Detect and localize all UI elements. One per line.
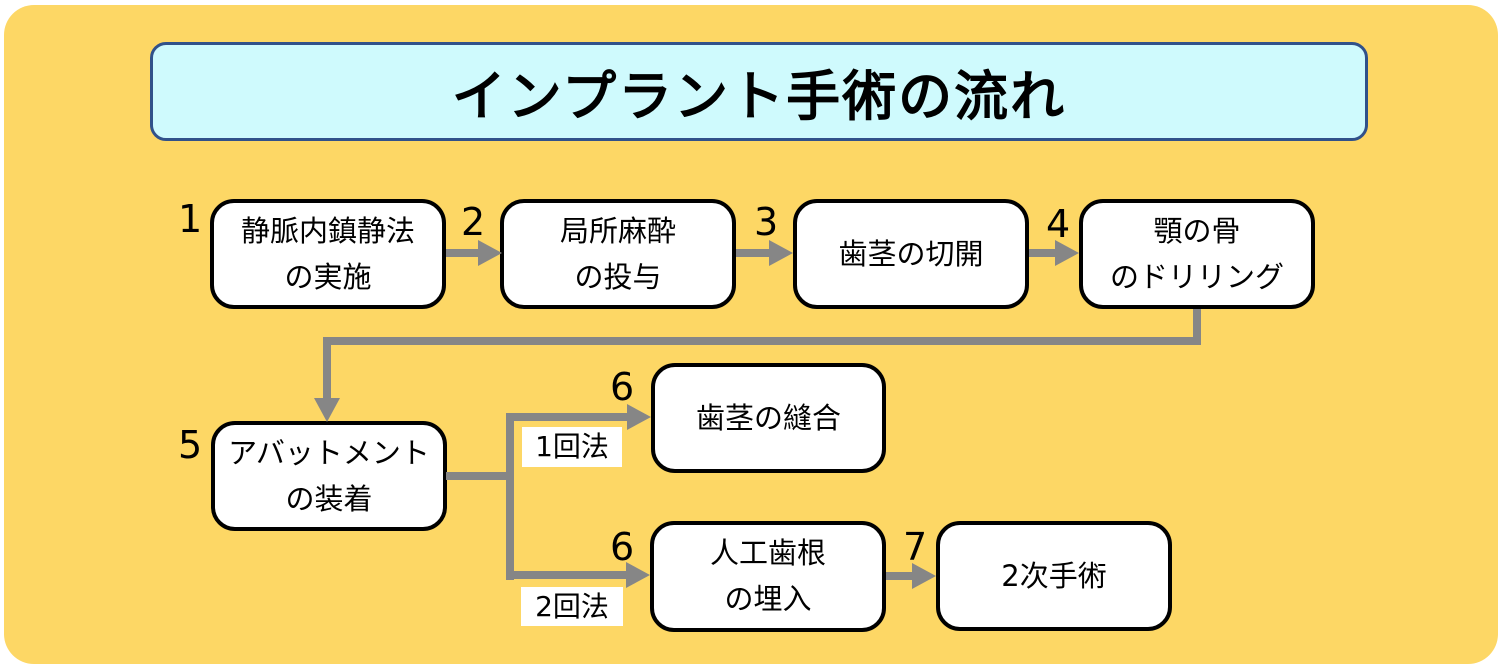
step-text-line: の装着 [285,481,373,516]
step-box-gum-incision: 歯茎の切開 [793,199,1029,309]
step-text-line: アバットメント [228,435,430,470]
connector-4-to-5-down-segment [1193,309,1201,345]
step-number-6-one-stage: 6 [610,365,635,409]
connector-1-to-2 [446,249,480,257]
step-text-line: 2次手術 [1001,558,1107,593]
step-number-7: 7 [903,525,928,569]
step-text-line: のドリリング [1109,259,1284,294]
step-box-abutment-attachment: アバットメント の装着 [211,421,447,531]
connector-6-to-7 [886,572,913,580]
connector-branch-vertical-segment [506,413,514,580]
step-number-4: 4 [1046,202,1071,246]
step-box-implant-placement: 人工歯根 の埋入 [650,521,886,632]
step-text-line: の実施 [284,259,372,294]
step-text-line: 顎の骨 [1153,213,1241,248]
arrowhead-right-icon [769,240,793,266]
step-text-line: 局所麻酔 [559,213,676,248]
connector-branch-to-placement [506,571,627,579]
step-number-6-two-stage: 6 [610,525,635,569]
connector-branch-to-suturing [506,413,628,421]
connector-5-out-segment [446,472,510,480]
arrowhead-right-icon [626,562,650,588]
step-text-line: の投与 [574,259,662,294]
arrowhead-down-icon [314,398,340,422]
step-box-iv-sedation: 静脈内鎮静法 の実施 [210,199,446,309]
step-box-gum-suturing: 歯茎の縫合 [651,363,886,473]
page-title: インプラント手術の流れ [451,65,1067,128]
arrowhead-right-icon [1055,240,1079,266]
arrowhead-right-icon [478,240,502,266]
step-box-jawbone-drilling: 顎の骨 のドリリング [1079,199,1315,309]
connector-4-to-5-drop-segment [323,337,331,399]
branch-label-one-stage: 1回法 [522,427,622,467]
step-number-1: 1 [178,197,203,241]
step-box-second-surgery: 2次手術 [936,521,1172,631]
branch-label-two-stage: 2回法 [521,587,623,626]
step-text-line: 静脈内鎮静法 [240,213,415,248]
step-number-3: 3 [754,200,779,244]
connector-2-to-3 [736,249,770,257]
step-text-line: 歯茎の縫合 [695,400,841,435]
connector-4-to-5-horizontal-segment [323,337,1201,345]
arrowhead-right-icon [627,404,651,430]
connector-3-to-4 [1029,249,1056,257]
step-text-line: 歯茎の切開 [838,236,984,271]
step-number-2: 2 [461,200,486,244]
step-text-line: の埋入 [724,582,812,616]
step-text-line: 人工歯根 [709,536,826,570]
step-box-local-anesthesia: 局所麻酔 の投与 [500,199,736,309]
title-banner: インプラント手術の流れ [150,42,1368,141]
step-number-5: 5 [178,423,203,467]
arrowhead-right-icon [912,563,936,589]
